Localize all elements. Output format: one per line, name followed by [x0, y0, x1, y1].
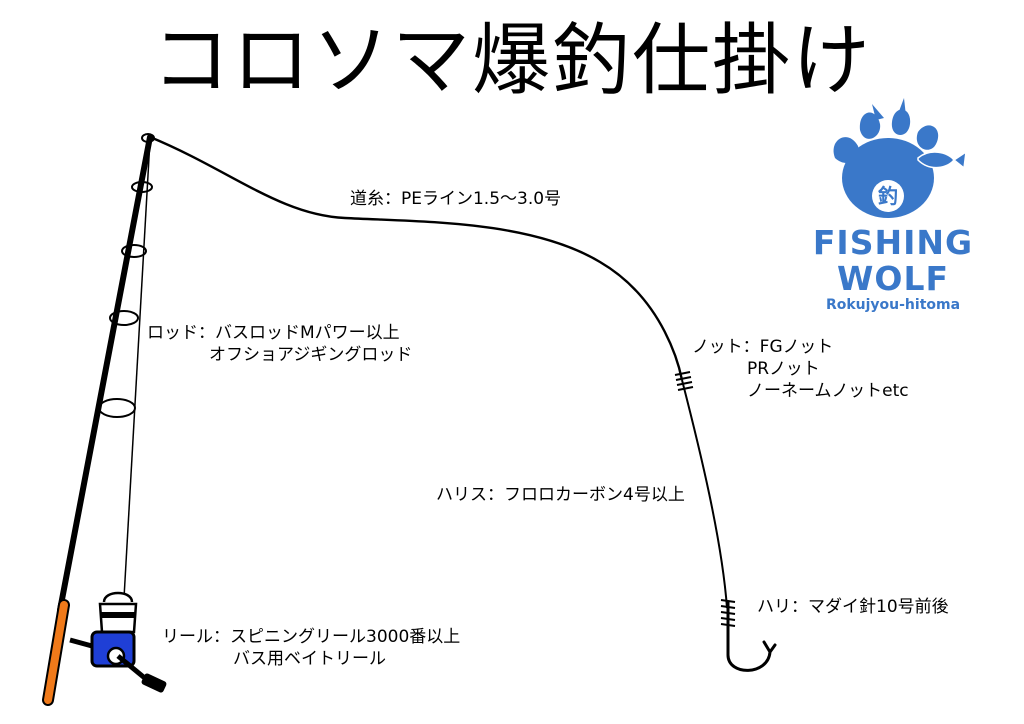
- leader-line: [681, 379, 728, 609]
- label-rod-line1: ロッド：バスロッドMパワー以上: [147, 323, 400, 343]
- label-hook: ハリ：マダイ針10号前後: [757, 597, 949, 617]
- logo-text-fishing: FISHING: [812, 223, 974, 262]
- label-leader: ハリス：フロロカーボン4号以上: [436, 485, 685, 505]
- hook: [726, 600, 777, 672]
- page-title: コロソマ爆釣仕掛け: [151, 16, 872, 106]
- main-line: [149, 135, 684, 381]
- label-knot-line1: ノット：FGノット: [692, 337, 834, 357]
- label-reel-line1: リール：スピニングリール3000番以上: [162, 627, 461, 647]
- logo-text-subtitle: Rokujyou-hitoma: [825, 297, 961, 313]
- rod-line: [123, 139, 151, 599]
- rod-grip-fill: [44, 601, 68, 704]
- logo-text-wolf: WOLF: [836, 259, 950, 298]
- label-rod-line2: オフショアジギングロッド: [209, 345, 413, 365]
- reel: [69, 591, 167, 693]
- label-reel: リール：スピニングリール3000番以上 バス用ベイトリール: [162, 626, 460, 670]
- rod-guides: [98, 133, 155, 418]
- label-knot-line2: PRノット: [747, 359, 820, 379]
- label-knot: ノット：FGノット PRノット ノーネームノットetc: [692, 336, 909, 402]
- logo-paw-badge: 釣: [878, 184, 898, 208]
- knot-mark: [674, 371, 694, 391]
- label-main-line: 道糸：PEライン1.5～3.0号: [350, 189, 562, 209]
- rod: [57, 134, 153, 613]
- label-reel-line2: バス用ベイトリール: [233, 649, 386, 669]
- label-rod: ロッド：バスロッドMパワー以上 オフショアジギングロッド: [147, 322, 412, 366]
- label-knot-line3: ノーネームノットetc: [747, 381, 909, 401]
- logo-paw-icon: [833, 98, 967, 218]
